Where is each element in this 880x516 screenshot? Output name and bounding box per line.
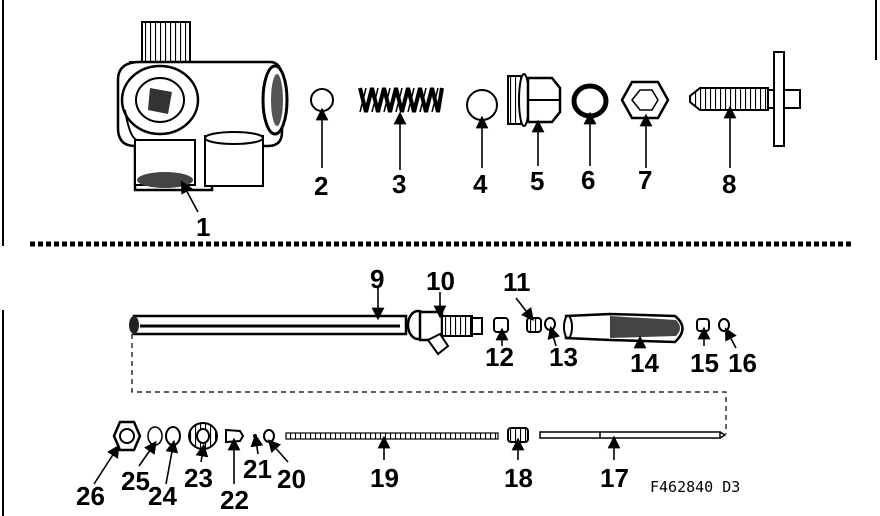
- part-20-washer: [263, 429, 275, 443]
- callout-16: 16: [724, 327, 757, 378]
- callout-13: 13: [547, 325, 578, 372]
- label-4: 4: [473, 169, 488, 199]
- label-26: 26: [76, 481, 105, 511]
- callout-25: 25: [121, 440, 157, 496]
- part-13-washer: [544, 317, 556, 331]
- label-8: 8: [722, 169, 736, 199]
- callout-7: 7: [638, 113, 652, 195]
- part-22-tip: [225, 428, 245, 444]
- label-2: 2: [314, 171, 328, 201]
- part-15-cap: [696, 318, 710, 332]
- callout-17: 17: [600, 435, 629, 493]
- label-17: 17: [600, 463, 629, 493]
- assembly-path-dashed: [131, 334, 727, 434]
- callout-8: 8: [722, 105, 736, 199]
- callout-5: 5: [530, 119, 544, 196]
- label-1: 1: [196, 212, 210, 242]
- label-23: 23: [184, 463, 213, 493]
- part-1-valve-body: [116, 21, 289, 192]
- part-19-long-rod: [285, 432, 499, 440]
- callout-26: 26: [76, 444, 120, 511]
- label-3: 3: [392, 169, 406, 199]
- part-4-large-ball: [466, 89, 498, 121]
- callout-14: 14: [630, 335, 659, 378]
- callout-6: 6: [581, 111, 597, 195]
- part-8-t-handle-screw: [689, 51, 801, 147]
- callout-11: 11: [503, 267, 534, 322]
- label-13: 13: [549, 342, 578, 372]
- part-5-plug: [507, 73, 562, 127]
- callout-18: 18: [504, 437, 533, 493]
- part-9-tube: [129, 314, 408, 336]
- callout-9: 9: [370, 264, 384, 321]
- label-18: 18: [504, 463, 533, 493]
- part-3-spring: [358, 87, 444, 113]
- label-14: 14: [630, 348, 659, 378]
- label-16: 16: [728, 348, 757, 378]
- label-5: 5: [530, 166, 544, 196]
- callout-23: 23: [184, 443, 213, 493]
- callout-12: 12: [485, 327, 514, 372]
- part-23-threaded-bushing: [188, 422, 218, 450]
- part-6-washer: [571, 83, 609, 119]
- label-10: 10: [426, 266, 455, 296]
- part-12-sleeve: [493, 317, 509, 333]
- callout-1: 1: [180, 180, 210, 242]
- part-25-gasket: [147, 426, 163, 446]
- part-18-ferrule: [507, 427, 529, 443]
- part-26-cap-nut: [112, 420, 142, 452]
- part-17-rod: [539, 431, 727, 439]
- label-20: 20: [277, 464, 306, 494]
- part-7-hex-nut: [620, 80, 670, 120]
- callout-4: 4: [473, 115, 489, 199]
- part-24-washer: [165, 426, 181, 446]
- part-10-fitting: [406, 309, 483, 356]
- callout-20: 20: [267, 439, 306, 494]
- part-21-pin: [253, 434, 257, 438]
- callout-10: 10: [426, 266, 455, 319]
- label-19: 19: [370, 463, 399, 493]
- label-25: 25: [121, 466, 150, 496]
- part-16-washer: [718, 318, 730, 332]
- label-11: 11: [503, 267, 531, 297]
- label-21: 21: [243, 454, 272, 484]
- label-9: 9: [370, 264, 384, 294]
- label-7: 7: [638, 165, 652, 195]
- part-11-ferrule: [526, 317, 542, 333]
- label-22: 22: [220, 485, 249, 515]
- part-14-handle: [563, 312, 684, 344]
- figure-code: F462840 D3: [650, 478, 740, 496]
- label-6: 6: [581, 165, 595, 195]
- callout-24: 24: [148, 439, 179, 511]
- callout-2: 2: [314, 107, 328, 201]
- callout-15: 15: [690, 326, 719, 378]
- label-15: 15: [690, 348, 719, 378]
- label-12: 12: [485, 342, 514, 372]
- part-2-small-ball: [310, 88, 334, 112]
- label-24: 24: [148, 481, 177, 511]
- callout-19: 19: [370, 435, 399, 493]
- callout-21: 21: [243, 433, 272, 484]
- callout-3: 3: [392, 111, 406, 199]
- callout-22: 22: [220, 437, 249, 515]
